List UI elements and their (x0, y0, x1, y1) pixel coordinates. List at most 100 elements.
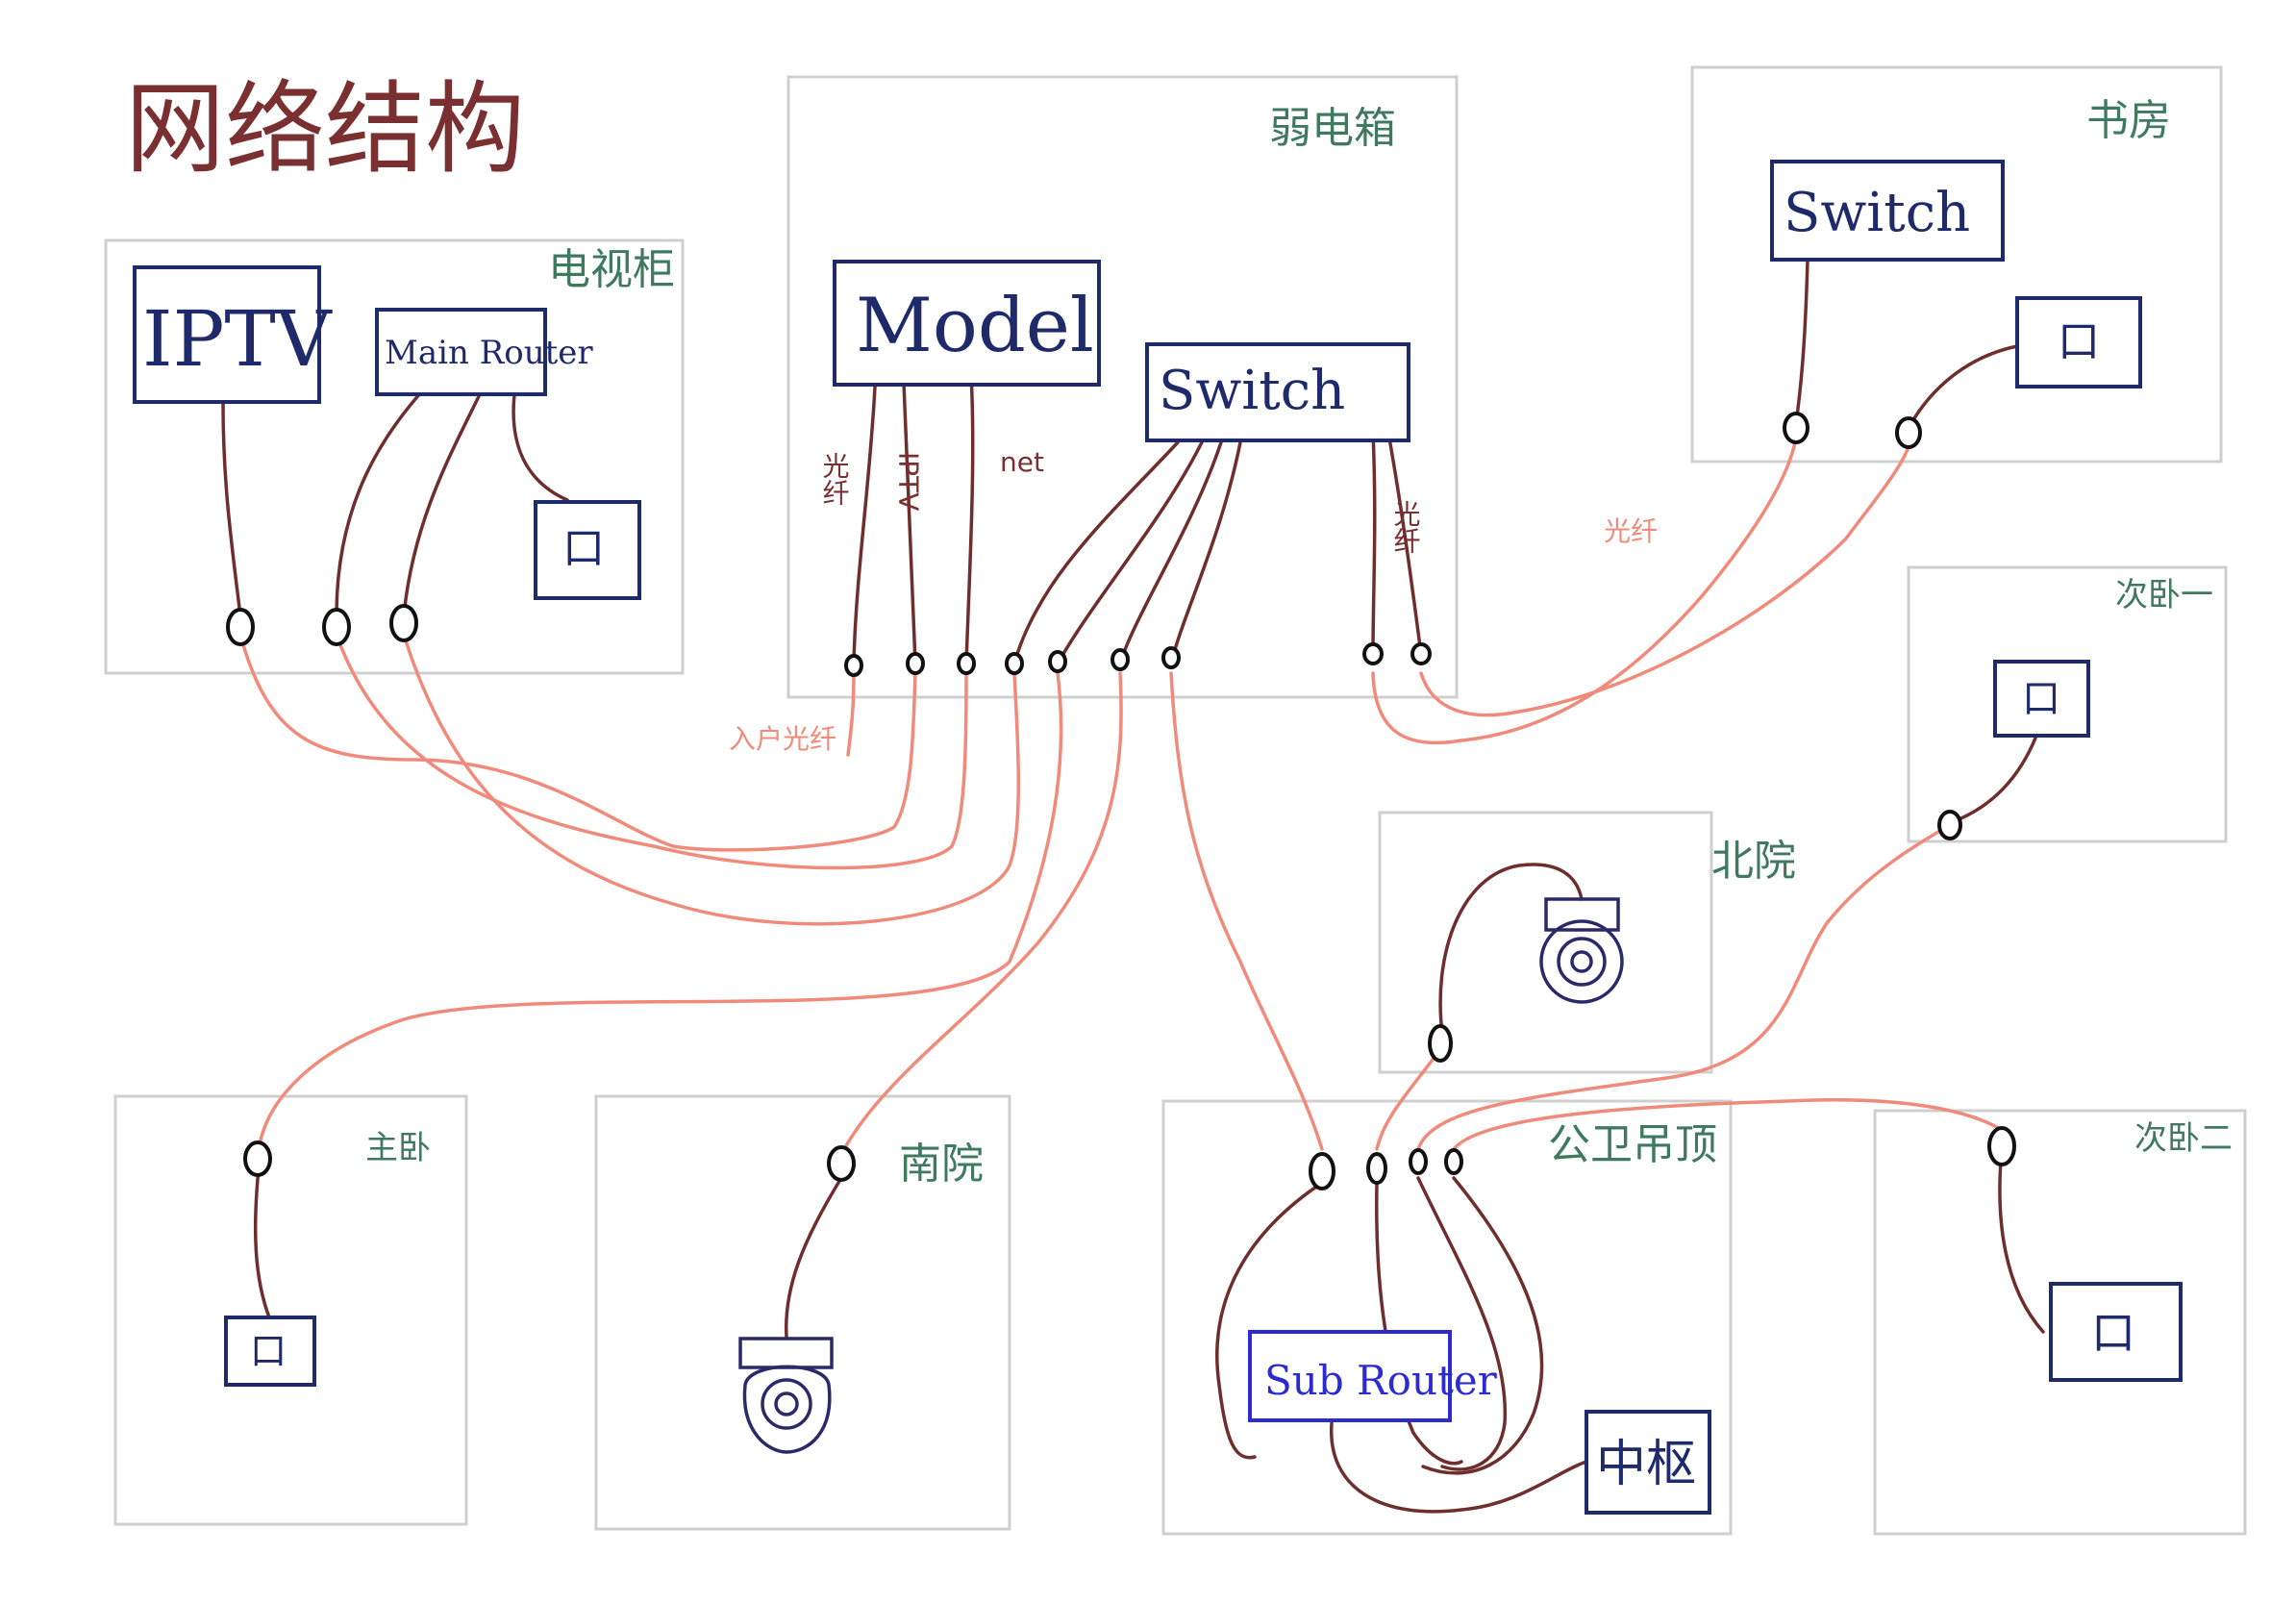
box-switch-label: Switch (1159, 360, 1345, 422)
wire-bath-loop-right-2 (1421, 1176, 1544, 1475)
wire-box-to-master (258, 671, 1063, 1146)
wire-study-switch-drop (1794, 258, 1809, 425)
wire-bath-to-north (1375, 1051, 1439, 1151)
room-south-yard (594, 1094, 1011, 1531)
port-icon[interactable] (1005, 652, 1024, 675)
wire-study-socket-drop (1907, 344, 2019, 430)
modem-box[interactable] (833, 260, 1101, 387)
socket-icon: 口 (2091, 1307, 2135, 1359)
wire-bed2-socket (1998, 1147, 2045, 1334)
room-tv-cabinet (104, 238, 685, 675)
wire-modem-fiber (852, 385, 877, 665)
port-icon[interactable] (1366, 1152, 1387, 1185)
wire-bath-to-bed2 (1452, 1098, 2004, 1151)
label-modem-fiber: 光纤 (819, 452, 851, 506)
port-icon[interactable] (1428, 1024, 1453, 1063)
label-north-yard: 北院 (1711, 837, 1796, 886)
port-icon[interactable] (827, 1145, 856, 1182)
port-icon[interactable] (1987, 1126, 2016, 1166)
label-weak-box: 弱电箱 (1269, 104, 1396, 153)
port-icon[interactable] (1895, 416, 1922, 449)
label-study: 书房 (2086, 96, 2171, 145)
port-icon[interactable] (1362, 642, 1384, 665)
port-icon[interactable] (1444, 1148, 1463, 1175)
wire-box-to-south (842, 671, 1123, 1151)
label-switch-fiber: 光纤 (1390, 500, 1422, 554)
wire-modem-iptv (902, 381, 917, 665)
camera-icon[interactable] (1539, 897, 1624, 1004)
port-icon[interactable] (243, 1140, 272, 1177)
port-icon[interactable] (226, 608, 255, 646)
port-icon[interactable] (1410, 642, 1432, 665)
port-icon[interactable] (1048, 650, 1067, 673)
label-modem-iptv: IPTV (893, 452, 925, 511)
box-switch[interactable] (1145, 342, 1410, 442)
label-tv-cabinet: 电视柜 (548, 245, 675, 294)
label-south-yard: 南院 (899, 1140, 984, 1189)
wire-router-to-box-2 (402, 633, 1021, 926)
wire-router-drop-1 (335, 383, 430, 617)
wire-box-to-bath (1169, 671, 1324, 1151)
sub-router-box[interactable] (1248, 1330, 1452, 1422)
main-router-label: Main Router (385, 334, 593, 372)
study-socket[interactable] (2015, 296, 2142, 388)
wire-iptv-to-box (238, 633, 917, 852)
wire-switch-out-3 (1118, 440, 1223, 665)
wire-bath-to-bed1 (1416, 823, 1952, 1151)
wire-master-socket (253, 1157, 271, 1319)
master-socket[interactable] (224, 1316, 316, 1387)
label-second-bed-2: 次卧二 (2134, 1119, 2233, 1158)
label-master-bed: 主卧 (365, 1129, 431, 1167)
study-switch-label: Switch (1784, 182, 1970, 244)
tv-cabinet-socket[interactable] (534, 500, 641, 600)
wire-router-drop-2 (402, 390, 483, 617)
port-icon[interactable] (844, 654, 863, 677)
port-icon[interactable] (906, 652, 925, 675)
bed1-socket[interactable] (1993, 660, 2090, 738)
socket-icon: 口 (2058, 317, 2100, 366)
label-study-fiber: 光纤 (1604, 515, 1658, 547)
wire-switch-out-4 (1169, 440, 1242, 665)
port-icon[interactable] (322, 608, 351, 646)
wire-switch-fiber-2 (1386, 431, 1423, 656)
wire-south-camera (784, 1176, 843, 1339)
socket-icon: 口 (250, 1330, 287, 1372)
wire-router-socket (512, 392, 569, 502)
hub-box[interactable] (1585, 1410, 1711, 1515)
label-second-bed-1: 次卧一 (2115, 576, 2213, 614)
bed2-socket[interactable] (2049, 1282, 2183, 1382)
wire-inbound-fiber (846, 671, 856, 757)
camera-icon[interactable] (738, 1337, 834, 1454)
wire-switch-out-2 (1056, 440, 1204, 665)
socket-icon: 口 (2022, 677, 2060, 721)
port-icon[interactable] (1783, 412, 1809, 444)
wire-switch-fiber-1 (1371, 431, 1377, 656)
port-icon[interactable] (389, 604, 418, 642)
page-title: 网络结构 (125, 70, 525, 188)
room-master-bed (113, 1094, 468, 1526)
room-study (1690, 65, 2223, 464)
port-icon[interactable] (957, 652, 976, 675)
label-inbound-fiber: 入户光纤 (729, 723, 836, 755)
port-icon[interactable] (1409, 1148, 1428, 1175)
label-bathroom-ceiling: 公卫吊顶 (1548, 1120, 1717, 1169)
wire-bath-loop-right-1 (1416, 1176, 1508, 1471)
port-icon[interactable] (1161, 646, 1181, 669)
wire-bed1-socket-drop (1950, 734, 2038, 824)
port-icon[interactable] (1111, 648, 1130, 671)
wire-iptv-drop (221, 402, 242, 617)
label-modem-net: net (1000, 446, 1044, 478)
sub-router-label: Sub Router (1264, 1357, 1498, 1404)
room-second-bed-2 (1873, 1109, 2247, 1536)
study-switch[interactable] (1770, 160, 2005, 262)
wire-switch-out-1 (1012, 440, 1180, 665)
iptv-label: IPTV (142, 294, 333, 384)
port-icon[interactable] (1937, 810, 1962, 840)
room-north-yard (1378, 811, 1713, 1074)
iptv-box[interactable] (133, 265, 321, 404)
port-icon[interactable] (1309, 1152, 1335, 1190)
wire-modem-net (964, 373, 975, 665)
main-router-box[interactable] (375, 308, 547, 396)
socket-icon: 口 (562, 524, 605, 573)
